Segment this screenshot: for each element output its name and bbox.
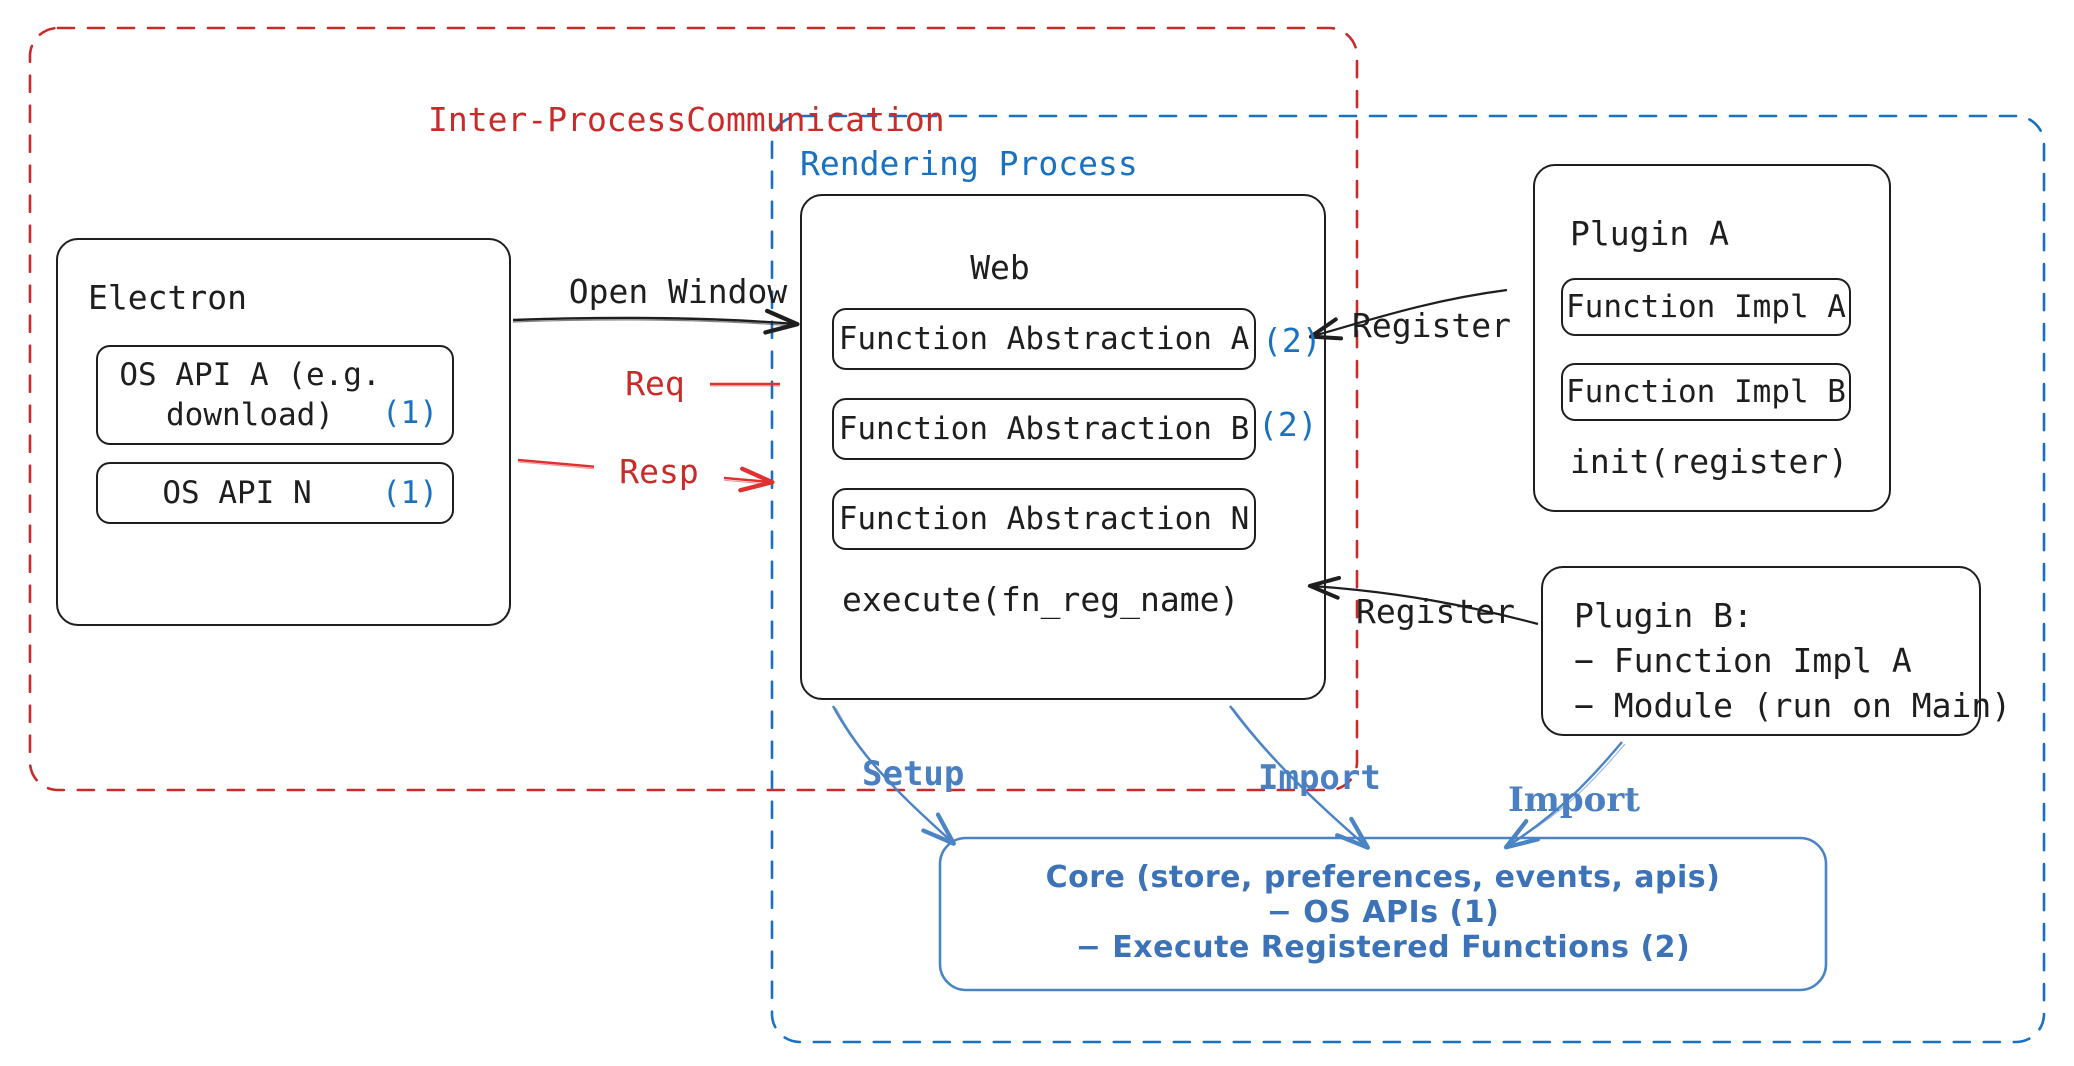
function-impl-a-label: Function Impl A	[1566, 288, 1846, 325]
function-abstraction-n-label: Function Abstraction N	[838, 500, 1250, 537]
edge-req-label: Req	[600, 364, 710, 404]
plugin-a-box[interactable]	[1533, 164, 1891, 512]
function-impl-b-box[interactable]	[1561, 363, 1851, 421]
edge-setup-label: Setup	[862, 753, 965, 794]
plugin-a-title: Plugin A	[1570, 214, 1729, 254]
edge-register-a-label: Register	[1352, 306, 1511, 346]
web-execute-label: execute(fn_reg_name)	[842, 580, 1240, 620]
os-api-a-label: OS API A (e.g. download)	[119, 356, 381, 433]
function-abstraction-n-box[interactable]	[832, 488, 1256, 550]
core-line1: Core (store, preferences, events, apis)	[1045, 859, 1721, 895]
edge-import-plugin-label: Import	[1508, 779, 1640, 820]
electron-box[interactable]	[56, 238, 511, 626]
function-abstraction-a-box[interactable]	[832, 308, 1256, 370]
os-api-a-box[interactable]	[96, 345, 454, 445]
plugin-b-line3: − Module (run on Main)	[1574, 686, 2012, 726]
os-api-a-marker: (1)	[382, 395, 438, 431]
plugin-b-box[interactable]	[1541, 566, 1981, 736]
plugin-a-init-label: init(register)	[1570, 442, 1849, 482]
web-title: Web	[970, 248, 1030, 288]
core-line2: − OS APIs (1)	[1266, 894, 1500, 930]
rendering-region-label: Rendering Process	[800, 144, 1138, 184]
electron-title: Electron	[88, 278, 247, 318]
plugin-b-line1: Plugin B:	[1574, 596, 1753, 636]
os-api-n-box[interactable]	[96, 462, 454, 524]
edge-resp-label: Resp	[594, 452, 724, 492]
ipc-label-line2: Communication	[686, 99, 945, 139]
os-api-n-marker: (1)	[382, 475, 438, 511]
function-abstraction-b-marker: (2)	[1258, 405, 1318, 444]
ipc-label-line1: Inter-Process	[428, 99, 687, 139]
function-impl-b-label: Function Impl B	[1566, 373, 1846, 410]
os-api-n-label: OS API N	[162, 474, 312, 511]
edge-import-web-label: Import	[1258, 757, 1381, 798]
plugin-b-line2: − Function Impl A	[1574, 641, 1912, 681]
core-line3: − Execute Registered Functions (2)	[1075, 929, 1691, 965]
function-abstraction-a-marker: (2)	[1262, 321, 1322, 360]
function-abstraction-b-label: Function Abstraction B	[838, 410, 1250, 447]
edge-open-window-label: Open Window	[568, 272, 788, 312]
web-box[interactable]	[800, 194, 1326, 700]
function-abstraction-b-box[interactable]	[832, 398, 1256, 460]
function-abstraction-a-label: Function Abstraction A	[838, 320, 1250, 357]
edge-open-window	[512, 308, 800, 335]
function-impl-a-box[interactable]	[1561, 278, 1851, 336]
edge-register-b-label: Register	[1356, 592, 1515, 632]
